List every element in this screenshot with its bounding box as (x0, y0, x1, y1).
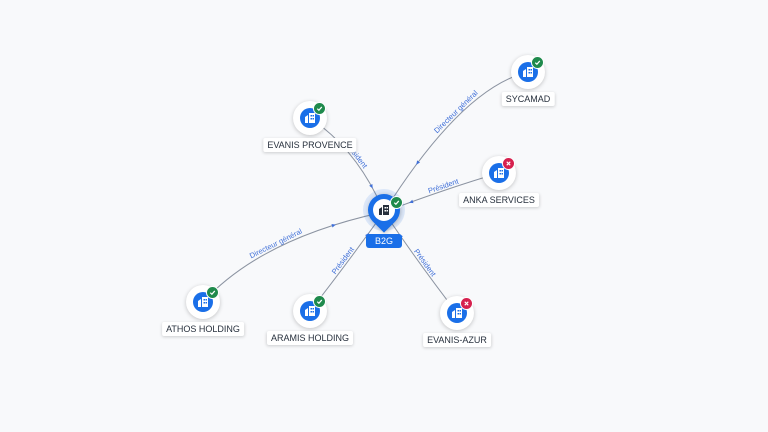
edge-label-aramis-holding: Président (330, 244, 357, 275)
edge-label-evanis-azur: Président (412, 247, 438, 279)
edge-arrow-icon (409, 199, 414, 204)
building-icon (373, 199, 395, 221)
status-error-icon (502, 157, 515, 170)
status-ok-icon (313, 102, 326, 115)
edge-arrow-icon (416, 160, 421, 165)
edge-label-athos-holding: Directeur général (248, 227, 304, 261)
node-label: B2G (365, 234, 403, 248)
node-label: ATHOS HOLDING (162, 322, 244, 336)
status-ok-icon (390, 196, 403, 209)
status-ok-icon (313, 295, 326, 308)
edge-label-sycamad: Directeur général (432, 88, 480, 135)
node-label: ANKA SERVICES (459, 193, 539, 207)
node-circle (293, 294, 327, 328)
node-circle (482, 156, 516, 190)
edge-arrow-icon (331, 224, 336, 228)
edge-arrow-icon (369, 184, 373, 189)
node-label: SYCAMAD (501, 92, 555, 106)
status-ok-icon (531, 56, 544, 69)
status-ok-icon (206, 286, 219, 299)
edge-athos-holding (202, 211, 385, 303)
node-label: EVANIS-AZUR (423, 333, 491, 347)
node-circle (293, 101, 327, 135)
node-label: EVANIS PROVENCE (263, 138, 357, 152)
edge-label-anka-services: Président (427, 176, 461, 195)
node-label: ARAMIS HOLDING (266, 331, 354, 345)
node-circle (440, 296, 474, 330)
node-circle (186, 285, 220, 319)
status-error-icon (460, 297, 473, 310)
node-circle (511, 55, 545, 89)
